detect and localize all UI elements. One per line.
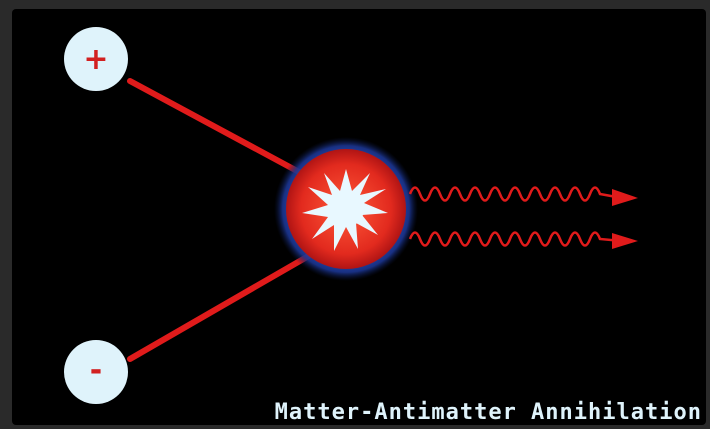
diagram-caption: Matter-Antimatter Annihilation: [275, 400, 702, 425]
photon-arrow-icon: [612, 189, 638, 206]
flash-core: [328, 191, 364, 227]
photon-arrow-icon: [612, 233, 638, 249]
electron-icon: [64, 340, 128, 404]
positron-beam: [130, 81, 312, 179]
positron-icon: [64, 27, 128, 91]
electron-beam: [130, 254, 312, 359]
annihilation-diagram: [12, 9, 706, 425]
diagram-panel: + - Matter-Antimatter Annihilation: [12, 9, 706, 425]
photon-wave-icon: [410, 233, 622, 246]
photon-wave-icon: [410, 188, 622, 201]
